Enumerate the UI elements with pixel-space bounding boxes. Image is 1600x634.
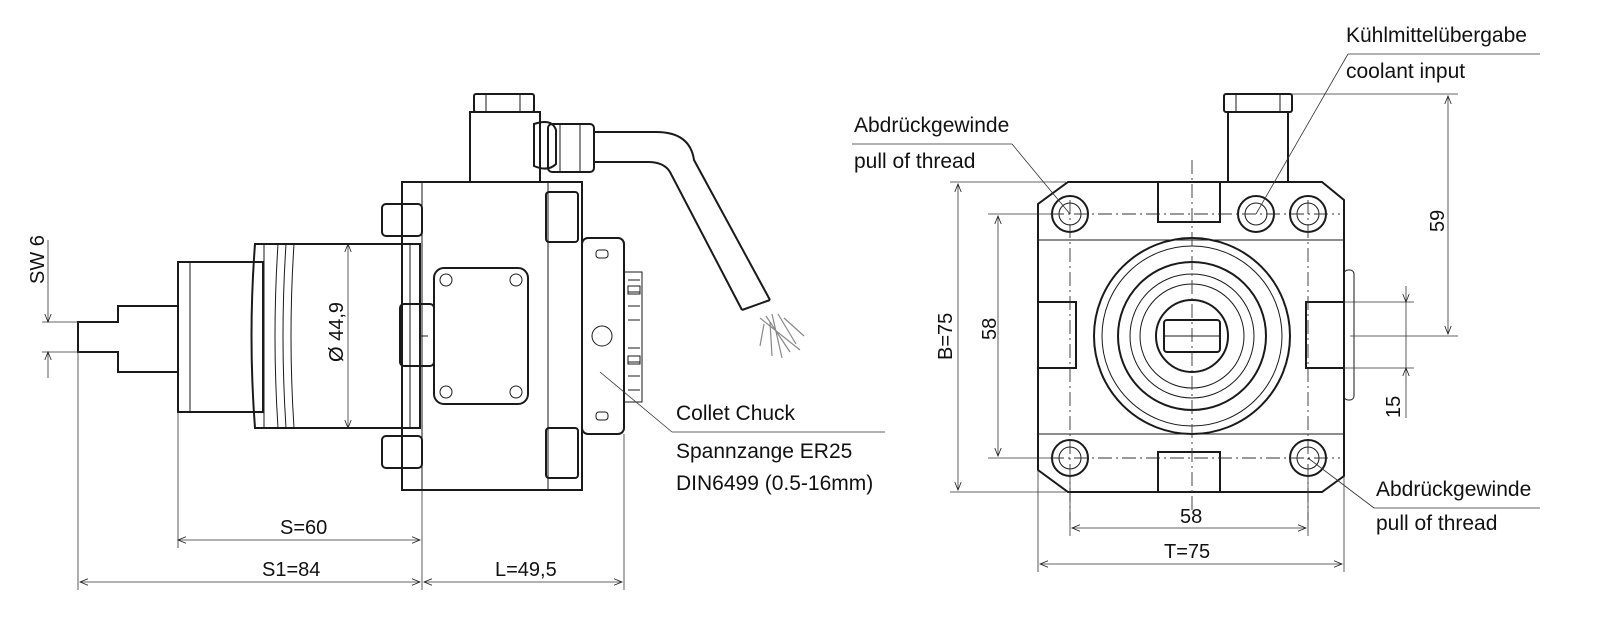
body-tab — [399, 303, 435, 367]
diameter-dimension: Ø 44,9 — [326, 244, 348, 428]
d15-dimension: 15 — [1344, 286, 1414, 418]
v58-dimension: 58 — [979, 213, 1052, 459]
v58-label: 58 — [979, 318, 1001, 340]
side-view: SW 6 Ø 44,9 S=60 S1=84 L=49,5 Collet Chu… — [27, 93, 885, 590]
plate-slots — [1037, 181, 1345, 493]
thread-bottom-line2: pull of thread — [1376, 512, 1497, 535]
d59-dimension: 59 — [1292, 93, 1458, 337]
sw-dimension: SW 6 — [27, 235, 80, 378]
collet-cylinder — [250, 243, 421, 429]
thread-callout-top: Abdrückgewinde pull of thread — [852, 114, 1071, 215]
coolant-callout: Kühlmittelübergabe coolant input — [1255, 24, 1540, 215]
diameter-label: Ø 44,9 — [326, 302, 348, 362]
collet-nut — [177, 261, 264, 413]
main-housing — [381, 181, 583, 491]
sw-label: SW 6 — [27, 235, 49, 284]
collet-label-line2: Spannzange ER25 — [676, 440, 852, 463]
tool-shank — [77, 305, 179, 373]
thread-bottom-line1: Abdrückgewinde — [1376, 478, 1531, 501]
collet-label-line3: DIN6499 (0.5-16mm) — [676, 472, 873, 495]
pipe-fibres — [759, 313, 805, 359]
front-plate — [1037, 181, 1355, 493]
centre-lines — [1050, 160, 1340, 520]
bottom-dimensions: 58 T=75 — [1037, 470, 1345, 572]
front-view: B=75 58 58 T=75 59 — [852, 24, 1540, 572]
coolant-label-line2: coolant input — [1346, 60, 1465, 83]
thread-callout-bottom: Abdrückgewinde pull of thread — [1307, 457, 1540, 535]
coolant-label-line1: Kühlmittelübergabe — [1346, 24, 1527, 47]
h58-label: 58 — [1180, 506, 1202, 528]
b-dimension: B=75 — [935, 181, 1066, 493]
top-coolant-fitting — [1223, 93, 1293, 183]
length-dimensions: S=60 S1=84 L=49,5 — [77, 352, 625, 590]
t-label: T=75 — [1164, 541, 1210, 563]
d59-label: 59 — [1427, 210, 1449, 232]
collet-callout: Collet Chuck Spannzange ER25 DIN6499 (0.… — [599, 371, 885, 495]
thread-top-line2: pull of thread — [854, 150, 975, 173]
s1-label: S1=84 — [262, 559, 320, 581]
coolant-fitting — [469, 93, 805, 359]
d15-label: 15 — [1383, 396, 1405, 418]
collet-label-line1: Collet Chuck — [676, 402, 796, 425]
thread-top-line1: Abdrückgewinde — [854, 114, 1009, 137]
s-label: S=60 — [280, 517, 327, 539]
b-label: B=75 — [935, 313, 957, 360]
output-flange — [581, 237, 643, 435]
l-label: L=49,5 — [495, 559, 557, 581]
